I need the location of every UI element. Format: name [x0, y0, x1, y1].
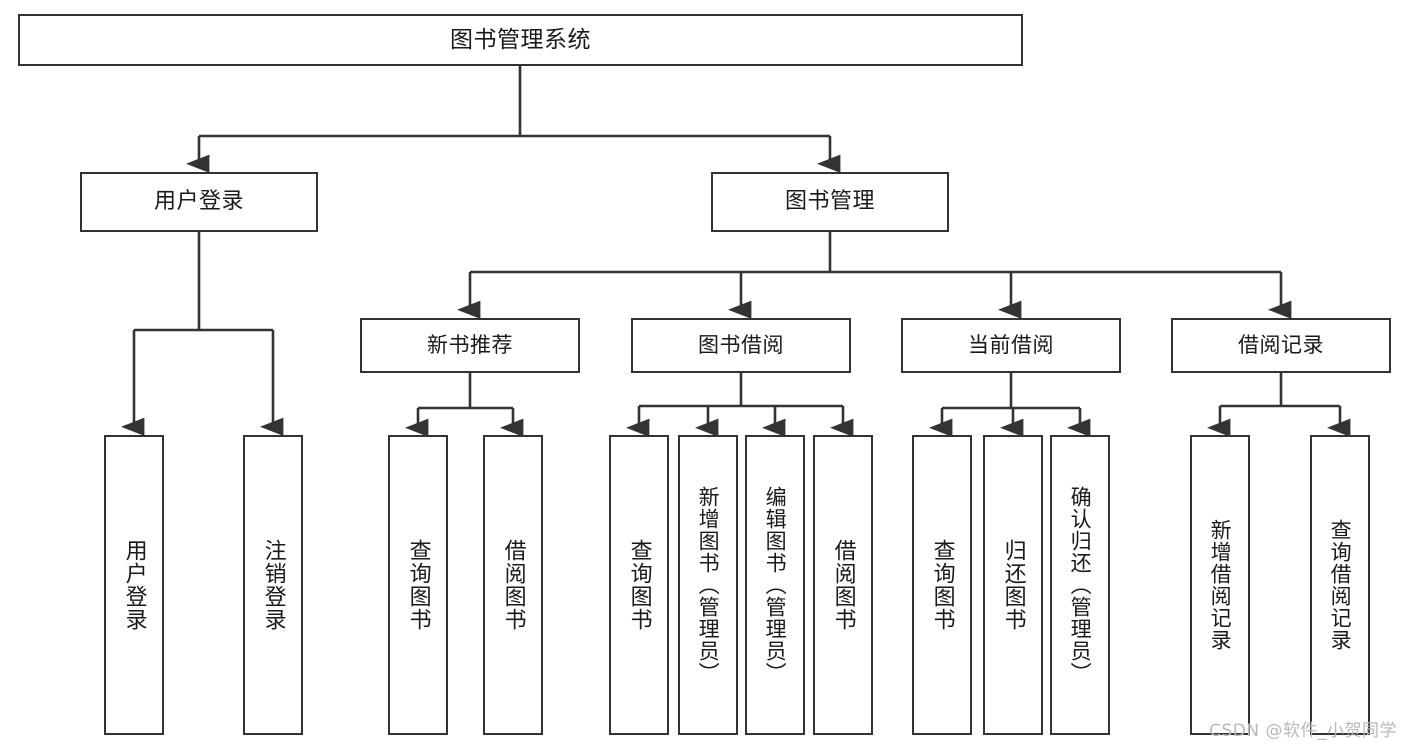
node-borrow-record-label: 借阅记录 — [1238, 333, 1324, 358]
node-leaf-query-book-3[interactable]: 查询图书 — [912, 435, 972, 735]
node-leaf-add-book[interactable]: 新增图书（管理员） — [678, 435, 738, 735]
node-leaf-user-login-label: 用户登录 — [121, 539, 147, 631]
node-leaf-return-book[interactable]: 归还图书 — [983, 435, 1043, 735]
node-new-book-recommend[interactable]: 新书推荐 — [360, 318, 580, 373]
node-user-login[interactable]: 用户登录 — [80, 172, 318, 232]
node-leaf-query-book-2[interactable]: 查询图书 — [609, 435, 669, 735]
node-leaf-add-borrow-record[interactable]: 新增借阅记录 — [1190, 435, 1250, 735]
node-leaf-query-book-3-label: 查询图书 — [929, 539, 955, 631]
node-book-manage-label: 图书管理 — [784, 189, 875, 215]
watermark-text: CSDN @软件_小贺同学 — [1209, 721, 1397, 741]
node-book-borrow[interactable]: 图书借阅 — [631, 318, 851, 373]
node-book-manage[interactable]: 图书管理 — [711, 172, 949, 232]
node-leaf-add-borrow-record-label: 新增借阅记录 — [1208, 519, 1233, 651]
node-leaf-user-login[interactable]: 用户登录 — [104, 435, 164, 735]
node-leaf-borrow-book-1[interactable]: 借阅图书 — [483, 435, 543, 735]
node-leaf-user-logout[interactable]: 注销登录 — [243, 435, 303, 735]
node-new-book-recommend-label: 新书推荐 — [427, 333, 513, 358]
node-leaf-return-book-label: 归还图书 — [1000, 539, 1026, 631]
node-root[interactable]: 图书管理系统 — [18, 14, 1023, 66]
node-leaf-query-book-1-label: 查询图书 — [405, 539, 431, 631]
node-leaf-user-logout-label: 注销登录 — [260, 539, 286, 631]
node-leaf-confirm-return-label: 确认归还（管理员） — [1068, 486, 1093, 684]
node-leaf-add-book-label: 新增图书（管理员） — [696, 486, 721, 684]
node-leaf-edit-book-label: 编辑图书（管理员） — [763, 486, 788, 684]
node-leaf-query-book-2-label: 查询图书 — [626, 539, 652, 631]
node-leaf-query-book-1[interactable]: 查询图书 — [388, 435, 448, 735]
node-root-label: 图书管理系统 — [450, 26, 591, 53]
node-current-borrow-label: 当前借阅 — [968, 333, 1054, 358]
node-current-borrow[interactable]: 当前借阅 — [901, 318, 1121, 373]
node-leaf-confirm-return[interactable]: 确认归还（管理员） — [1050, 435, 1110, 735]
node-leaf-query-borrow-record-label: 查询借阅记录 — [1328, 519, 1353, 651]
node-leaf-query-borrow-record[interactable]: 查询借阅记录 — [1310, 435, 1370, 735]
node-leaf-borrow-book-2[interactable]: 借阅图书 — [813, 435, 873, 735]
node-leaf-edit-book[interactable]: 编辑图书（管理员） — [745, 435, 805, 735]
node-leaf-borrow-book-2-label: 借阅图书 — [830, 539, 856, 631]
node-book-borrow-label: 图书借阅 — [698, 333, 784, 358]
node-leaf-borrow-book-1-label: 借阅图书 — [500, 539, 526, 631]
node-user-login-label: 用户登录 — [153, 189, 244, 215]
node-borrow-record[interactable]: 借阅记录 — [1171, 318, 1391, 373]
